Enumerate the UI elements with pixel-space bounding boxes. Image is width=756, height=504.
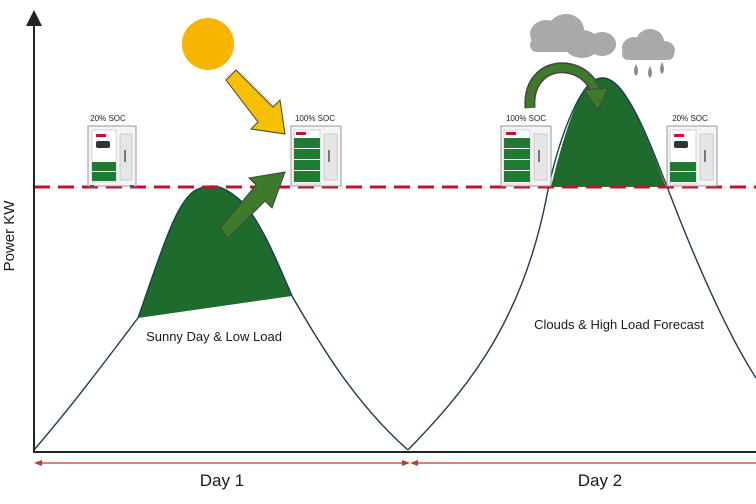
day2-label: Day 2 xyxy=(578,471,622,490)
cloud-icon-small xyxy=(622,29,675,60)
day1-surplus-area xyxy=(138,185,292,318)
day1-caption: Sunny Day & Low Load xyxy=(146,329,282,344)
battery-cabinet-icon-day2-end: 20% SOC xyxy=(666,114,718,187)
day2-shortfall-area xyxy=(551,78,666,187)
day1-span-arrow xyxy=(34,460,410,466)
battery-soc-label: 20% SOC xyxy=(672,114,708,123)
battery-soc-label: 100% SOC xyxy=(295,114,335,123)
day1-label: Day 1 xyxy=(200,471,244,490)
day2-caption: Clouds & High Load Forecast xyxy=(534,317,704,332)
rain-icon xyxy=(634,62,664,78)
charge-arrow-icon xyxy=(219,171,286,239)
battery-soc-label: 100% SOC xyxy=(506,114,546,123)
battery-cabinet-icon-day1-start: 20% SOC xyxy=(87,114,137,188)
sun-arrow-icon xyxy=(225,69,286,135)
battery-cabinet-icon-day2-start: 100% SOC xyxy=(500,114,552,187)
sun-icon xyxy=(182,18,234,70)
day2-span-arrow xyxy=(410,460,756,466)
y-axis-label: Power KW xyxy=(1,200,18,272)
battery-soc-label: 20% SOC xyxy=(90,114,126,123)
day2-curve xyxy=(407,77,756,451)
cloud-icon xyxy=(530,14,616,58)
battery-cabinet-icon-day1-end: 100% SOC xyxy=(290,114,342,187)
discharge-arrow-icon xyxy=(524,62,609,112)
